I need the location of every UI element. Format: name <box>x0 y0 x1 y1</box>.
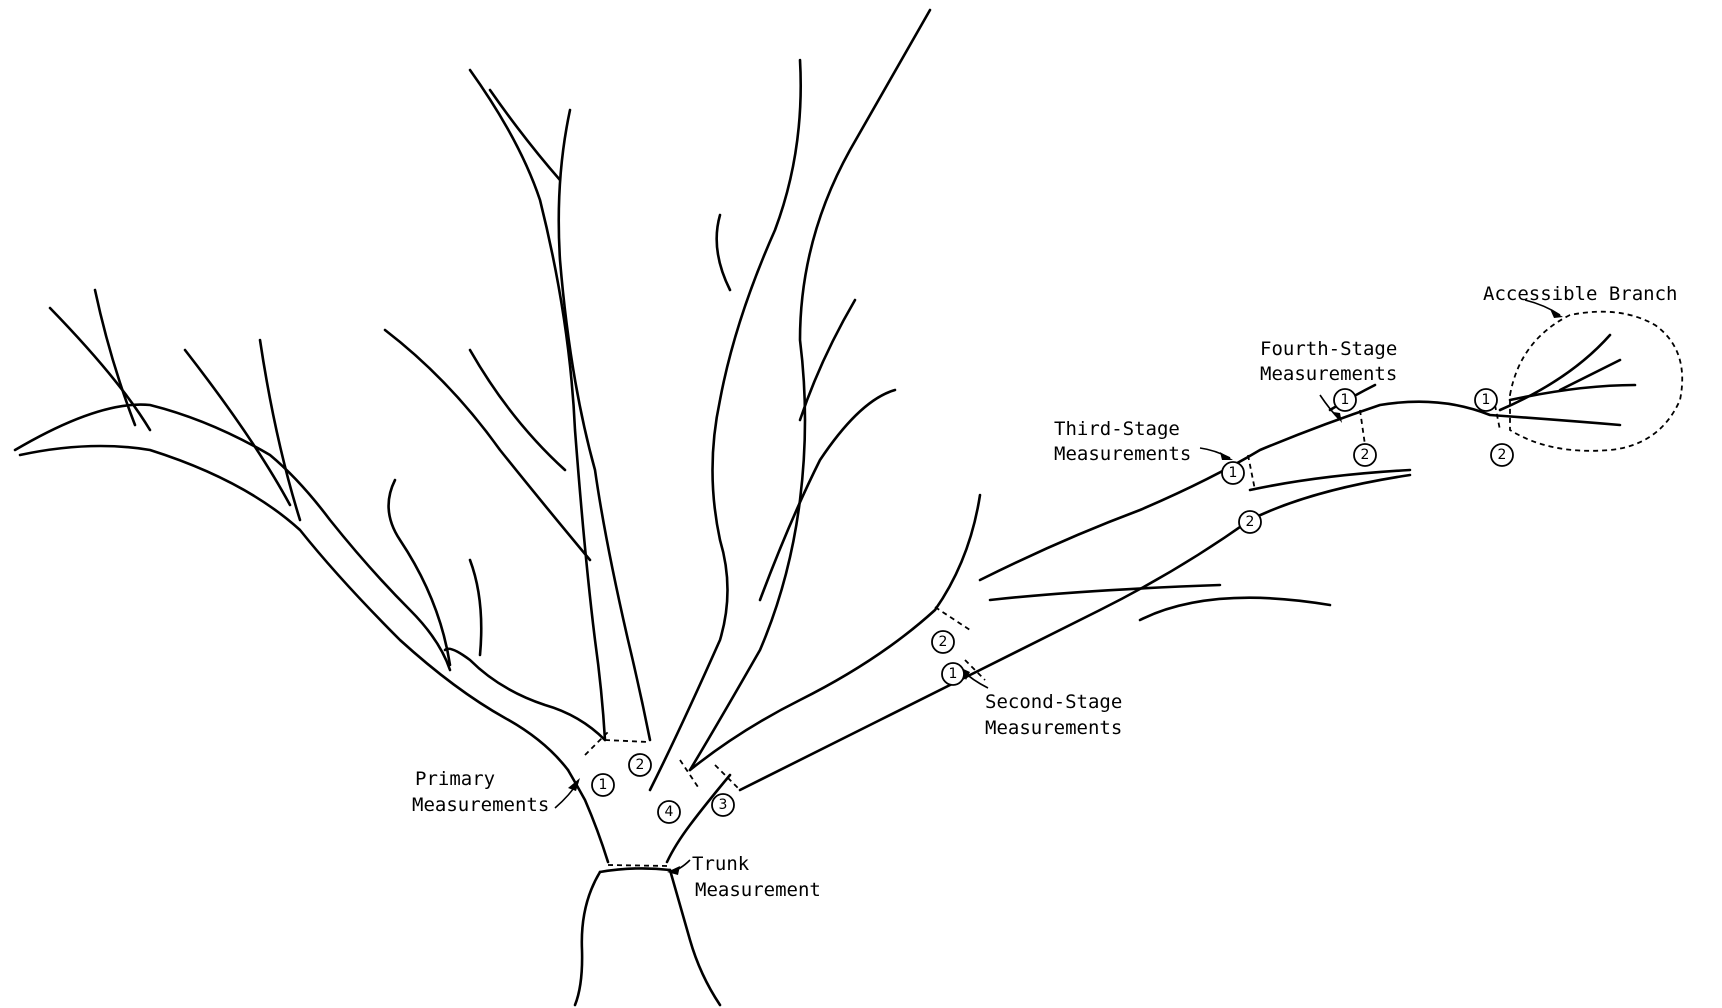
fourth-stage-label-line-1: Fourth-Stage <box>1260 338 1397 360</box>
primary-dash-2 <box>605 740 648 742</box>
branch-2-twig-c <box>490 90 560 180</box>
svg-text:2: 2 <box>1361 447 1370 463</box>
second-stage-label-line-1: Second-Stage <box>985 691 1122 713</box>
fourth-stage-marker-2: 2 <box>1354 444 1376 466</box>
svg-text:4: 4 <box>665 804 674 820</box>
trunk-dash <box>608 865 668 866</box>
svg-text:1: 1 <box>1341 392 1350 408</box>
second-dash-1 <box>935 607 970 630</box>
branch-1-twig-c <box>185 350 290 505</box>
fourth-stage-marker-1: 1 <box>1334 389 1356 411</box>
branch-2-right-edge <box>559 110 650 740</box>
primary-label-line-1: Primary <box>415 768 495 790</box>
tree-outline <box>15 10 1635 1005</box>
primary-marker-2: 2 <box>629 754 651 776</box>
branch-3-spur-2 <box>1140 598 1330 620</box>
branch-4-twig-c <box>717 215 730 290</box>
trunk-top <box>600 868 670 872</box>
accessible-marker-2: 2 <box>1491 444 1513 466</box>
second-stage-marker-1: 1 <box>942 663 964 685</box>
third-stage-label-line-1: Third-Stage <box>1054 418 1180 440</box>
accessible-branch-label: Accessible Branch <box>1483 283 1677 305</box>
branch-3-lower-edge <box>740 475 1410 790</box>
svg-text:1: 1 <box>599 777 608 793</box>
branch-2-left-edge <box>470 70 605 740</box>
primary-marker-1: 1 <box>592 774 614 796</box>
branch-4-twig-a <box>760 390 895 600</box>
primary-marker-4: 4 <box>658 801 680 823</box>
fourth-dash <box>1360 410 1365 445</box>
accessible-branch-outline <box>1510 312 1682 451</box>
trunk-left-edge <box>575 872 600 1005</box>
svg-text:2: 2 <box>1246 514 1255 530</box>
third-dash <box>1248 455 1255 490</box>
svg-text:1: 1 <box>1482 392 1491 408</box>
third-stage-label-line-2: Measurements <box>1054 443 1191 465</box>
pointer-lines <box>555 300 1563 875</box>
svg-text:2: 2 <box>636 757 645 773</box>
accessible-dash <box>1495 405 1500 430</box>
svg-text:2: 2 <box>939 634 948 650</box>
fourth-stage-label-line-2: Measurements <box>1260 363 1397 385</box>
branch-1-lower-edge <box>20 446 568 770</box>
svg-text:2: 2 <box>1498 447 1507 463</box>
markers: 1 2 3 4 1 2 1 2 1 2 1 2 <box>592 389 1513 823</box>
branch-1-upper-edge-b <box>15 405 450 670</box>
branch-2-twig-b <box>470 350 565 470</box>
labels: Accessible Branch Fourth-Stage Measureme… <box>412 283 1677 901</box>
third-arrowhead <box>1220 452 1233 460</box>
trunk-label-line-2: Measurement <box>695 879 821 901</box>
second-stage-label-line-2: Measurements <box>985 717 1122 739</box>
third-stage-marker-1: 1 <box>1222 462 1244 484</box>
branch-4-twig-b <box>800 300 855 420</box>
accessible-arrowhead <box>1550 309 1563 318</box>
primary-marker-3: 3 <box>712 794 734 816</box>
branch-1-twig-f <box>470 560 481 655</box>
branch-2-twig-a <box>385 330 590 560</box>
accessible-marker-1: 1 <box>1475 389 1497 411</box>
primary-label-line-2: Measurements <box>412 794 549 816</box>
branch-1-twig-d <box>260 340 300 520</box>
svg-text:1: 1 <box>949 666 958 682</box>
branch-3-spur-1 <box>990 585 1220 600</box>
svg-text:3: 3 <box>719 797 728 813</box>
trunk-label-line-1: Trunk <box>692 853 750 875</box>
svg-text:1: 1 <box>1229 465 1238 481</box>
branch-4-left-edge <box>650 60 801 790</box>
third-stage-marker-2: 2 <box>1239 511 1261 533</box>
second-stage-marker-2: 2 <box>932 631 954 653</box>
